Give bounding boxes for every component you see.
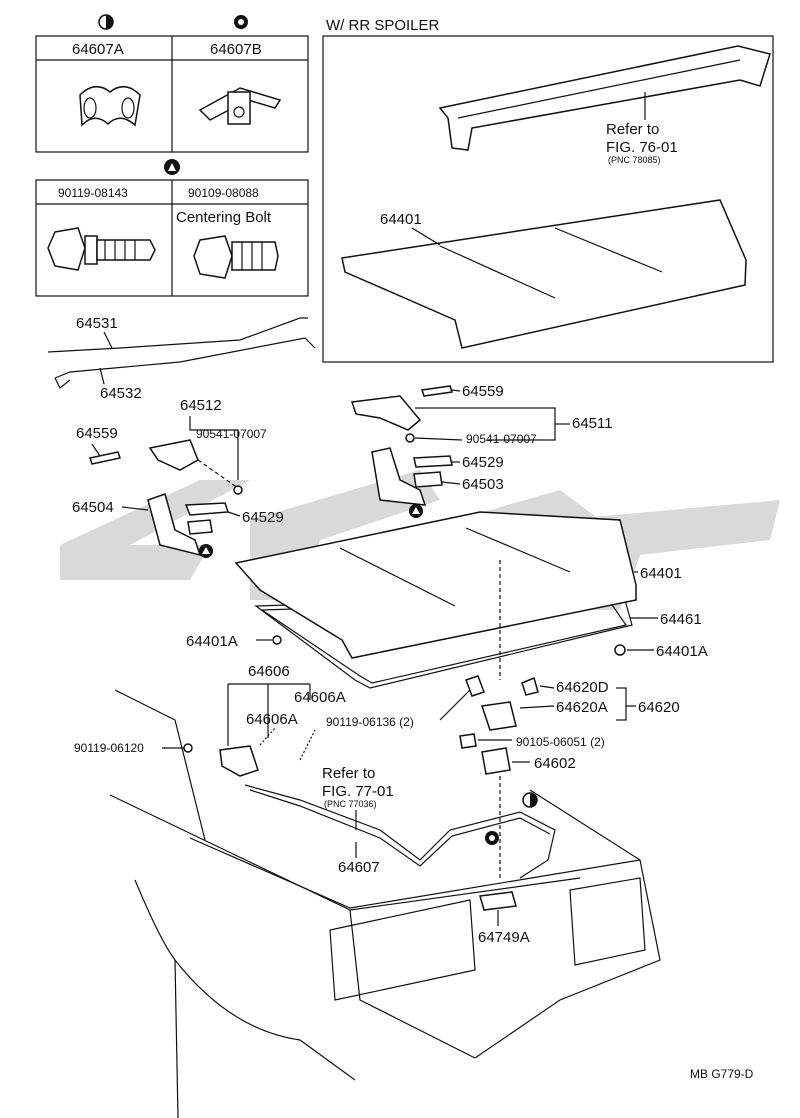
label-64620: 64620 (638, 699, 680, 716)
trunk-lid-assembly: 64401 64461 64401A 64401A (186, 511, 708, 689)
label-64559-left: 64559 (76, 425, 118, 442)
label-90119-06136: 90119-06136 (2) (326, 715, 414, 729)
label-64529-left: 64529 (242, 509, 284, 526)
label-90105-06051: 90105-06051 (2) (516, 735, 605, 749)
bolt-90119-08143-drawing (47, 227, 156, 271)
label-64512: 64512 (180, 397, 222, 414)
cable-ref-line3: (PNC 77036) (324, 799, 377, 809)
left-hinge-group: 64512 64559 90541-07007 64504 64529 (72, 397, 284, 558)
centering-bolt-caption: Centering Bolt (176, 209, 272, 226)
triangle-circle-icon (164, 159, 180, 175)
lock-latch-group: 64606 64606A 64606A 90119-06136 (2) 9011… (74, 560, 680, 880)
label-64532: 64532 (100, 385, 142, 402)
label-64606A-2: 64606A (246, 711, 298, 728)
legend-bolts-table: 90119-08143 90109-08088 Centering Bolt (35, 159, 309, 297)
half-circle-icon (522, 792, 538, 808)
right-hinge-group: 64559 64511 90541-07007 64529 64503 (350, 383, 613, 518)
label-90119-06120: 90119-06120 (74, 741, 144, 755)
label-64531: 64531 (76, 315, 118, 332)
clip-64607B-drawing (198, 87, 282, 125)
legend-code-90119-08143: 90119-08143 (58, 186, 128, 200)
gear-circle-icon (485, 831, 499, 845)
spoiler-header: W/ RR SPOILER (326, 17, 440, 34)
label-64606A-1: 64606A (294, 689, 346, 706)
trunk-lid-drawing (234, 511, 637, 659)
trunk-lid-spoiler-drawing (341, 199, 747, 349)
label-64529-right: 64529 (462, 454, 504, 471)
legend-code-64607A: 64607A (72, 41, 124, 58)
label-64503: 64503 (462, 476, 504, 493)
figure-code: MB G779-D (690, 1067, 754, 1081)
cable-ref-line1: Refer to (322, 765, 375, 782)
cable-ref-line2: FIG. 77-01 (322, 783, 394, 800)
release-cable-group: Refer to FIG. 77-01 (PNC 77036) 64607 64… (244, 765, 556, 946)
label-90541-07007-right: 90541-07007 (466, 432, 537, 446)
label-64749A: 64749A (478, 929, 530, 946)
spoiler-ref-line2: FIG. 76-01 (606, 139, 678, 156)
label-64511: 64511 (572, 415, 613, 432)
clip-64607A-drawing (79, 86, 141, 127)
torsion-rods: 64531 64532 (47, 315, 316, 402)
gear-circle-icon (234, 15, 248, 29)
spoiler-box: W/ RR SPOILER Refer to FIG. 76-01 (PNC 7… (322, 17, 774, 363)
label-64602: 64602 (534, 755, 576, 772)
label-64606: 64606 (248, 663, 290, 680)
label-64401-spoiler: 64401 (380, 211, 422, 228)
label-64504: 64504 (72, 499, 114, 516)
spoiler-ref-line1: Refer to (606, 121, 659, 138)
car-body (109, 689, 661, 1118)
label-64620A: 64620A (556, 699, 608, 716)
label-64461: 64461 (660, 611, 702, 628)
bolt-90109-08088-drawing (193, 235, 279, 279)
legend-code-90109-08088: 90109-08088 (188, 186, 259, 200)
half-circle-icon (98, 14, 114, 30)
label-64401A-left: 64401A (186, 633, 238, 650)
label-64559-right: 64559 (462, 383, 504, 400)
label-64620D: 64620D (556, 679, 609, 696)
rear-spoiler-drawing (438, 45, 771, 151)
legend-clips-table: 64607A 64607B (35, 14, 309, 153)
label-64401: 64401 (640, 565, 682, 582)
label-90541-07007-left: 90541-07007 (196, 427, 267, 441)
spoiler-ref-line3: (PNC 78085) (608, 155, 661, 165)
label-64401A-right: 64401A (656, 643, 708, 660)
legend-code-64607B: 64607B (210, 41, 262, 58)
label-64607: 64607 (338, 859, 380, 876)
